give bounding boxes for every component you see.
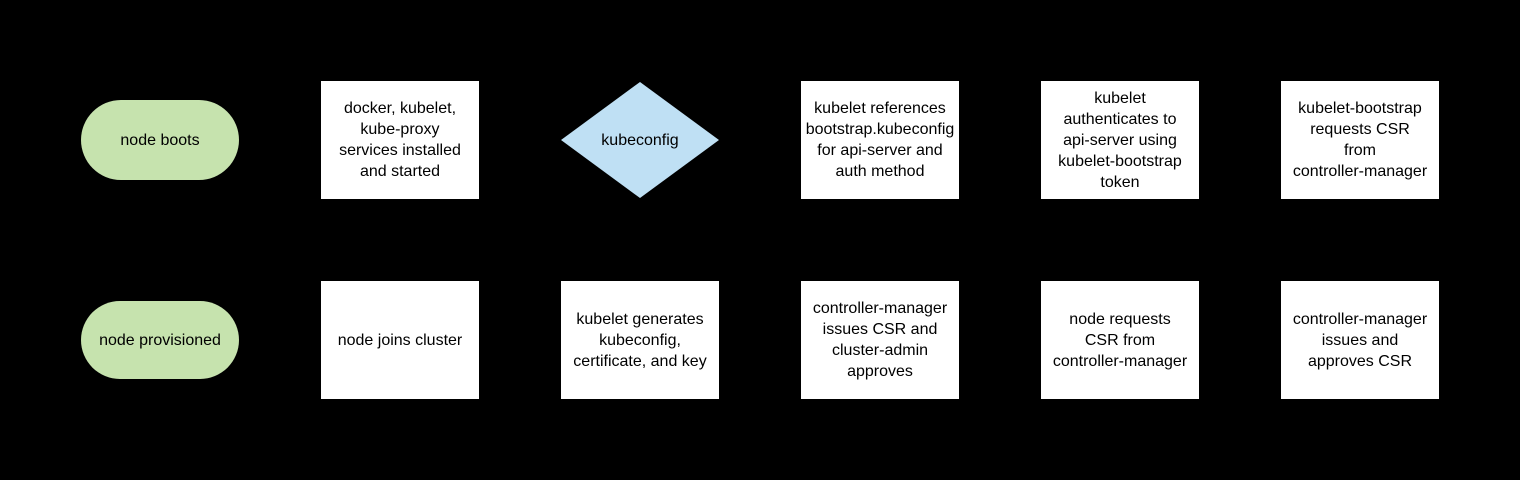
process-kubelet-references-bootstrap: kubelet references bootstrap.kubeconfig … — [801, 81, 959, 199]
process-kubelet-authenticates: kubelet authenticates to api-server usin… — [1041, 81, 1199, 199]
node-label: node requests CSR from controller-manage… — [1052, 310, 1188, 370]
node-label: docker, kubelet, kube-proxy services ins… — [339, 100, 461, 180]
node-label: kubelet authenticates to api-server usin… — [1058, 89, 1182, 191]
process-services-installed: docker, kubelet, kube-proxy services ins… — [321, 81, 479, 199]
node-label: kubelet-bootstrap requests CSR from cont… — [1292, 100, 1428, 180]
node-label: node joins cluster — [337, 331, 463, 349]
process-controller-manager-approves-csr: controller-manager issues and approves C… — [1281, 281, 1439, 399]
process-kubelet-bootstrap-requests-csr: kubelet-bootstrap requests CSR from cont… — [1281, 81, 1439, 199]
process-node-joins-cluster: node joins cluster — [321, 281, 479, 399]
process-node-requests-csr: node requests CSR from controller-manage… — [1041, 281, 1199, 399]
terminator-node-boots: node boots — [81, 100, 239, 180]
terminator-node-provisioned: node provisioned — [81, 301, 239, 379]
node-label: node boots — [120, 131, 200, 149]
process-kubelet-generates-kubeconfig: kubelet generates kubeconfig, certificat… — [561, 281, 719, 399]
node-label: node provisioned — [99, 331, 221, 349]
node-label: kubelet generates kubeconfig, certificat… — [573, 310, 707, 370]
node-label: kubelet references bootstrap.kubeconfig … — [805, 100, 955, 180]
node-label: controller-manager issues and approves C… — [1292, 310, 1428, 370]
node-label: kubeconfig — [601, 131, 679, 149]
node-label: controller-manager issues CSR and cluste… — [812, 300, 948, 380]
decision-kubeconfig: kubeconfig — [561, 82, 719, 198]
process-controller-manager-issues-csr: controller-manager issues CSR and cluste… — [801, 281, 959, 399]
